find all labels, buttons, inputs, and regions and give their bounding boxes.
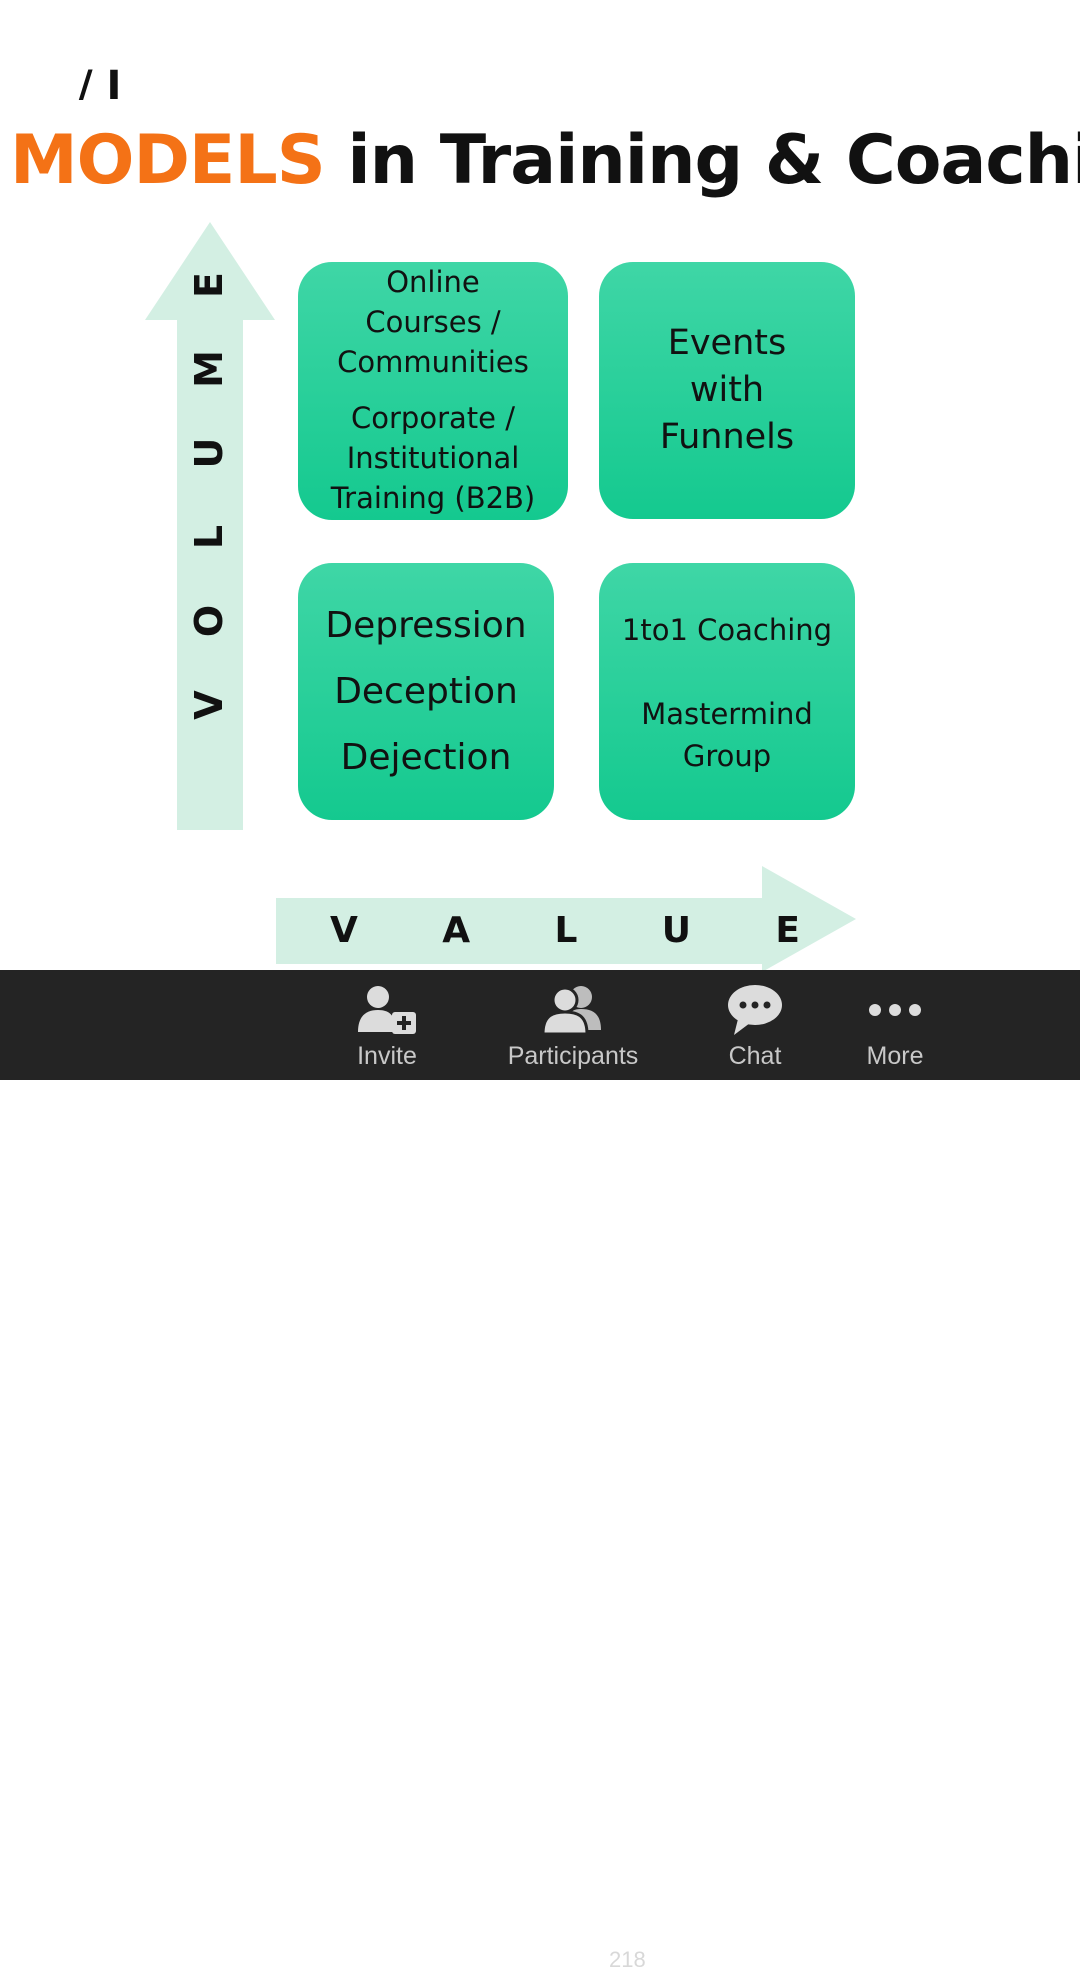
quadrant-text: Group	[682, 739, 772, 773]
participant-count-badge: 218	[609, 1947, 646, 1972]
volume-letter: L	[187, 524, 231, 550]
quadrant-text: Institutional	[346, 441, 520, 475]
quadrant-bottom-right: 1to1 Coaching Mastermind Group	[599, 563, 855, 820]
slide-top-band	[0, 0, 1080, 92]
value-letter: L	[554, 909, 578, 951]
value-letter: E	[775, 909, 800, 951]
quadrant-text: Corporate /	[351, 401, 515, 435]
more-button[interactable]: More	[858, 970, 932, 1080]
quadrant-text: Communities	[337, 345, 529, 379]
invite-button[interactable]: Invite	[340, 970, 434, 1080]
volume-letter: U	[187, 437, 231, 469]
quadrant-text: Mastermind	[641, 697, 813, 731]
quadrant-text: 1to1 Coaching	[621, 613, 833, 647]
participants-button[interactable]: Participants	[498, 970, 648, 1080]
meeting-toolbar: Invite Participants 218 Chat	[0, 970, 1080, 1972]
quadrant-text: Online	[386, 265, 480, 299]
value-letter: A	[442, 909, 471, 951]
quadrant-text: with	[689, 370, 765, 410]
more-dots-icon	[865, 982, 925, 1038]
quadrant-top-right: Events with Funnels	[599, 262, 855, 519]
invite-label: Invite	[357, 1042, 417, 1070]
value-arrow	[276, 866, 856, 970]
volume-letter: V	[187, 690, 231, 720]
chat-bubble-icon	[726, 982, 784, 1038]
more-label: More	[866, 1042, 924, 1070]
quadrant-text: Deception	[334, 670, 518, 712]
value-letter: V	[330, 909, 358, 951]
add-person-icon	[356, 982, 418, 1038]
participants-label: Participants	[507, 1042, 639, 1070]
chat-button[interactable]: Chat	[714, 970, 796, 1080]
quadrant-text: Training (B2B)	[330, 481, 536, 515]
slide-title: MODELS in Training & Coachin	[10, 120, 1080, 202]
shared-slide: / I MODELS in Training & Coachin E M U L…	[0, 0, 1080, 970]
title-accent-word: MODELS	[10, 121, 326, 200]
quadrant-text: Courses /	[365, 305, 501, 339]
slide-title-fragment: / I	[78, 66, 122, 100]
title-rest: in Training & Coachin	[324, 121, 1080, 200]
quadrant-top-left: Online Courses / Communities Corporate /…	[298, 262, 568, 520]
quadrant-text: Dejection	[340, 736, 512, 778]
value-axis-label: V A L U E	[330, 906, 800, 954]
volume-letter: M	[187, 350, 231, 388]
volume-axis-label: E M U L O V	[177, 265, 241, 725]
volume-letter: E	[187, 272, 231, 298]
volume-arrow	[145, 222, 275, 830]
participants-icon	[541, 982, 605, 1038]
quadrant-text: Funnels	[659, 417, 795, 457]
chat-label: Chat	[728, 1042, 782, 1070]
quadrant-text: Events	[667, 323, 787, 363]
volume-letter: O	[187, 604, 231, 638]
quadrant-text: Depression	[325, 604, 527, 646]
quadrant-bottom-left: Depression Deception Dejection	[298, 563, 554, 820]
value-letter: U	[661, 909, 692, 951]
